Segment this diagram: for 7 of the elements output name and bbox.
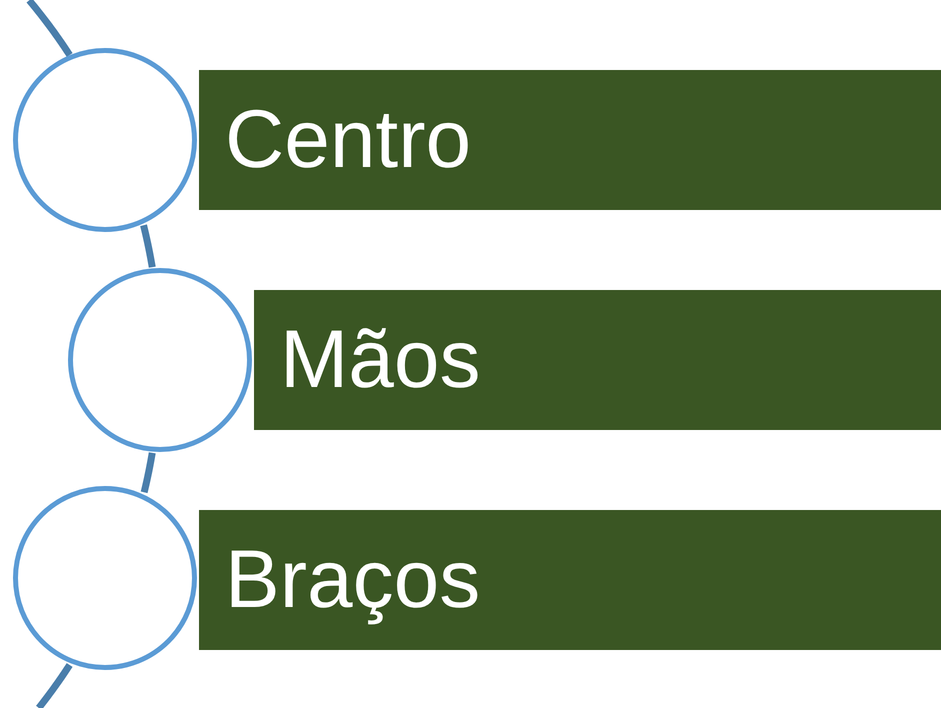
connector-line: [140, 452, 156, 494]
connector-line: [140, 224, 156, 268]
bar-label: Centro: [225, 99, 472, 181]
list-bar: [254, 290, 941, 430]
bar-label: Mãos: [280, 319, 481, 401]
list-bar: [199, 70, 941, 210]
list-bar: [199, 510, 941, 650]
